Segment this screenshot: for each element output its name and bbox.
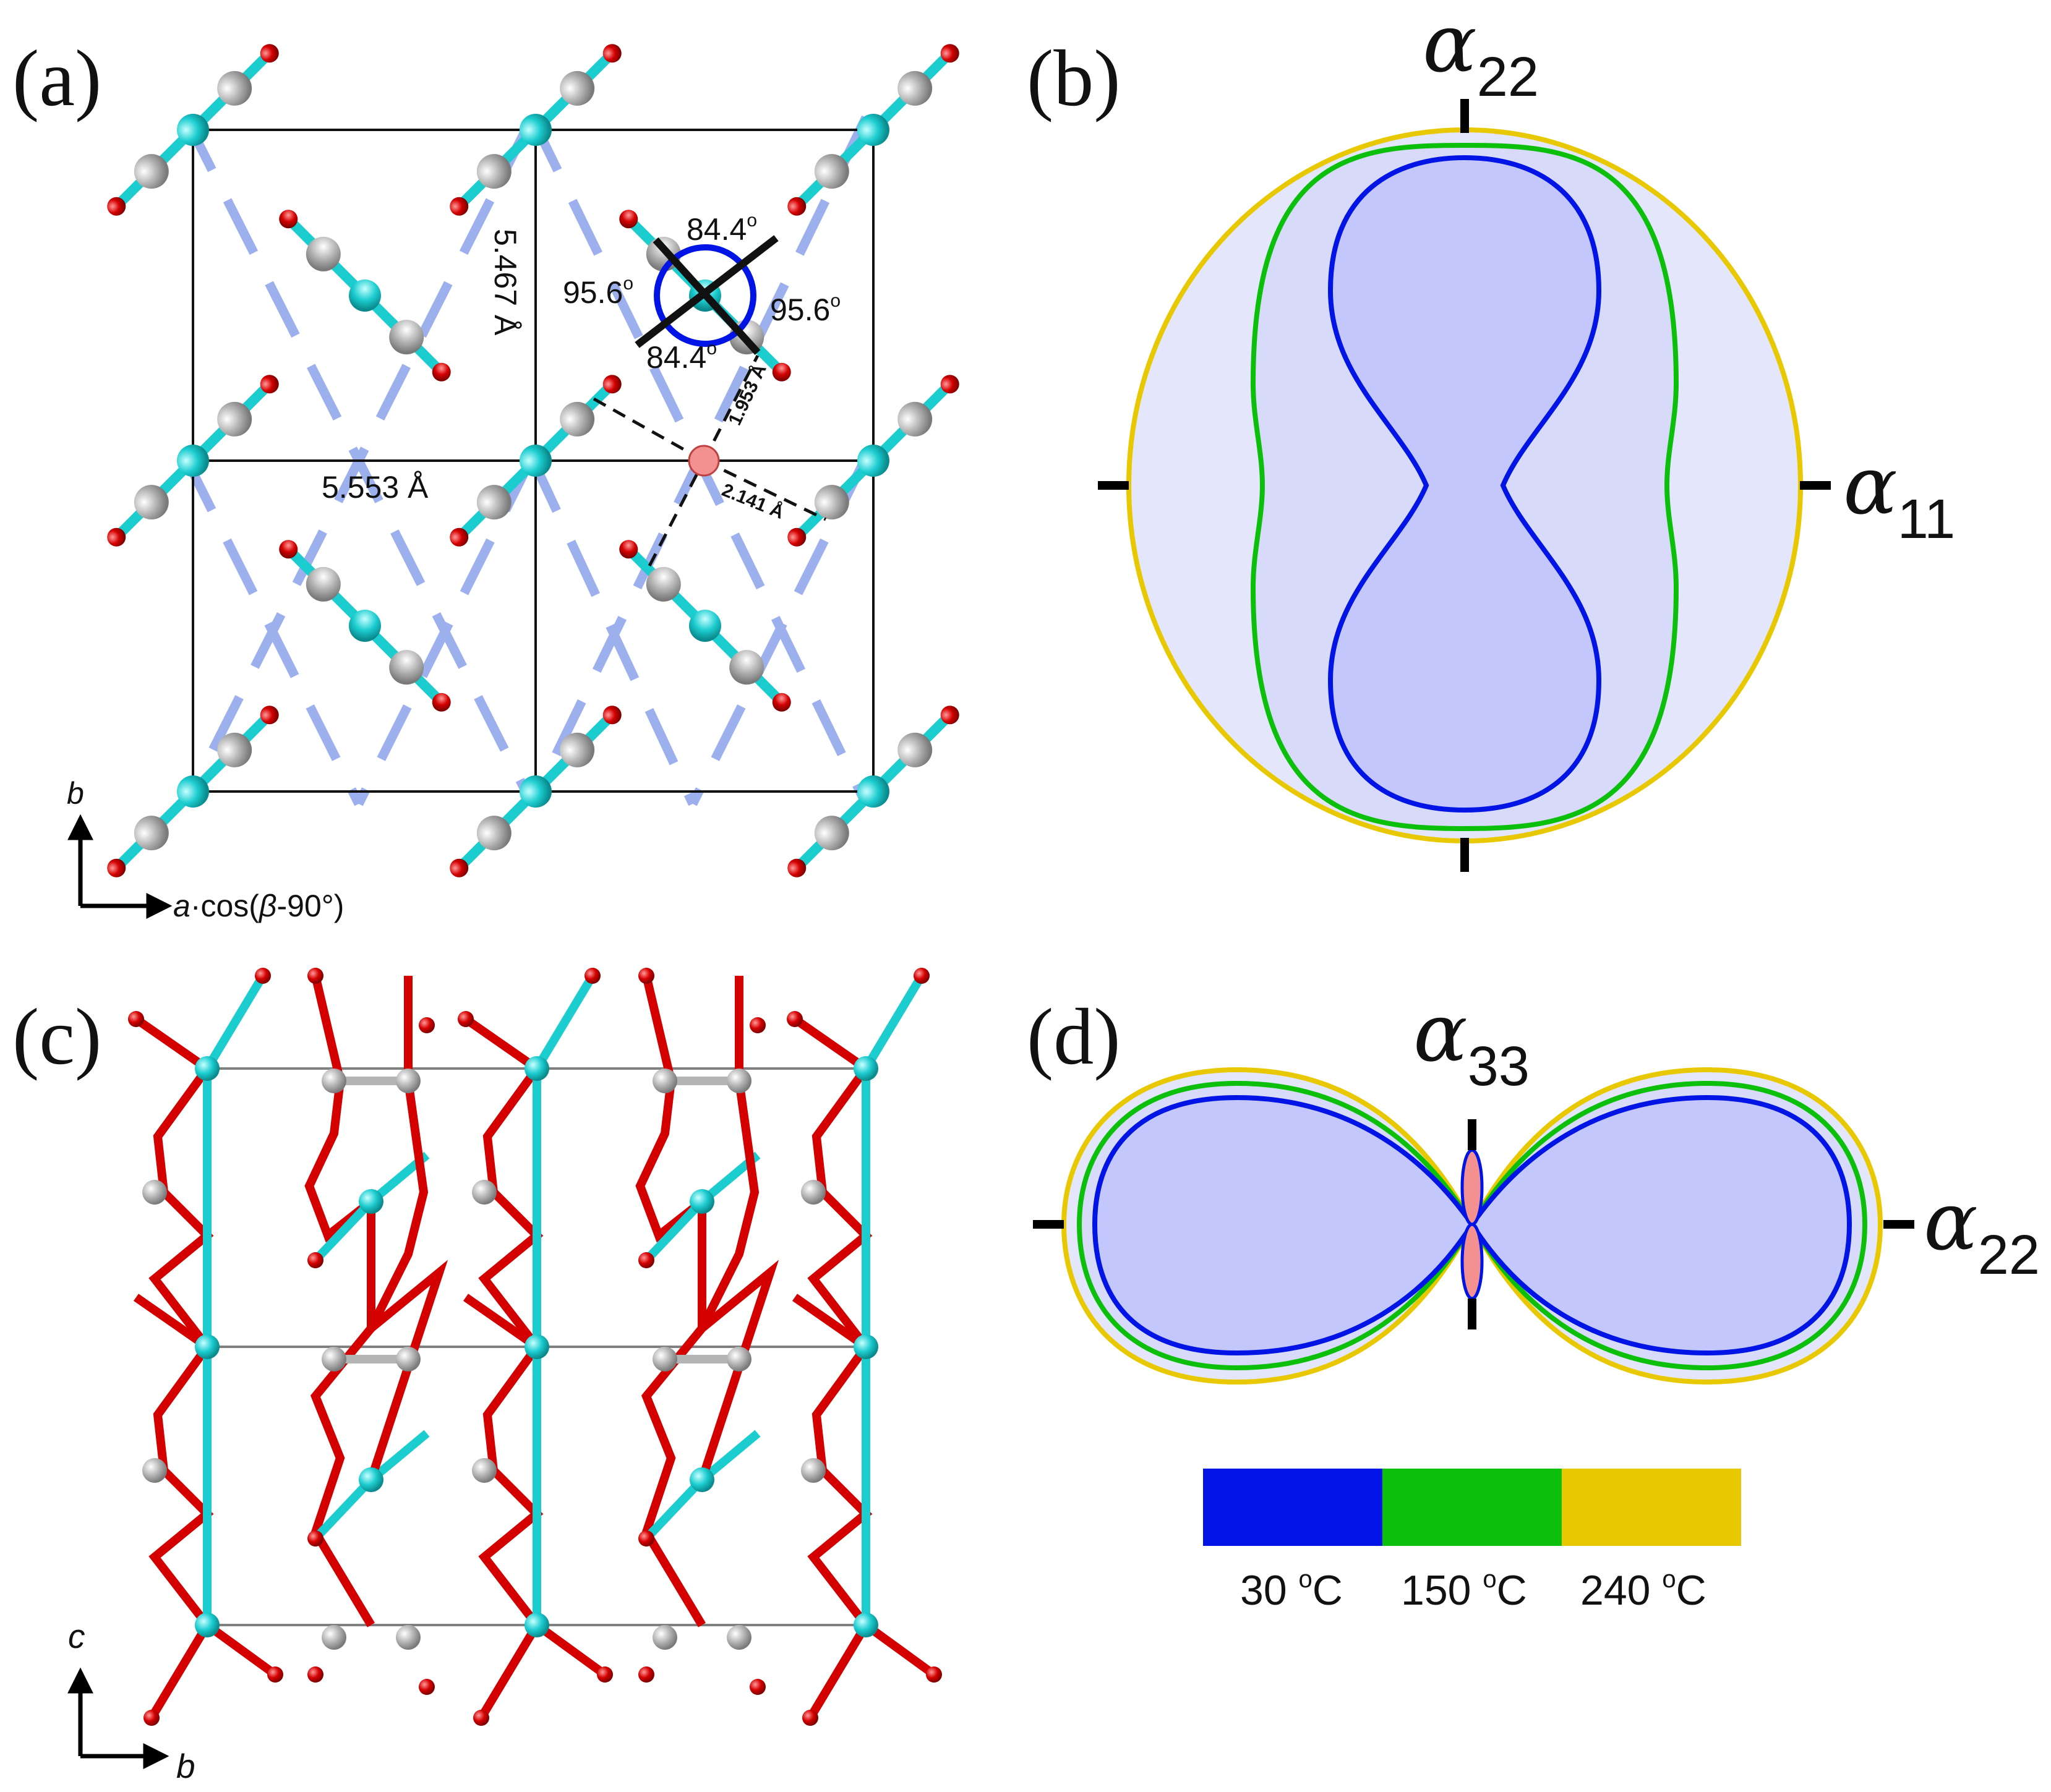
panel-c: (c) [12,968,942,1785]
chain-column [128,968,283,1726]
axis-label-a-cos: a·cos(β-90°) [173,889,344,923]
lattice-parameter-b: 5.467 Å [488,229,523,336]
chain-column [458,968,613,1726]
molecule [787,375,959,547]
hbond-line [354,455,536,806]
molecule [450,706,622,877]
panel-b: (b) α22 α11 [1027,0,1955,872]
axis-label-b-c: b [176,1747,195,1785]
chain-column-offset [304,968,448,1695]
chain-column-offset [635,968,779,1695]
panel-c-label: (c) [12,992,101,1082]
molecule [107,44,279,216]
thermal-expansion-surface-b [1126,127,1803,843]
legend-label-240C: 240 oC [1580,1566,1706,1614]
molecule [450,44,622,216]
axis-label-b: b [67,776,84,811]
lattice-parameter-a: 5.553 Å [322,470,429,505]
angle-upper: 84.4o [687,210,757,247]
legend-swatch-30C [1203,1469,1382,1546]
angle-left: 95.6o [563,273,633,310]
angle-labels: 84.4o 84.4o 95.6o 95.6o [563,210,841,375]
molecule [450,375,622,547]
chain-column [787,968,942,1726]
hbond-line [688,455,870,806]
axis-indicator-a: b a·cos(β-90°) [67,776,344,923]
angle-right: 95.6o [770,291,841,327]
negative-lobe-lower [1460,1222,1484,1300]
coordination-cross [635,235,779,356]
bond-distance-lines [593,354,827,567]
interstitial-site-marker [688,445,720,477]
legend-label-30C: 30 oC [1240,1566,1343,1614]
molecule [787,706,959,877]
temperature-legend: 30 oC 150 oC 240 oC [1203,1469,1741,1614]
panel-b-label: (b) [1027,34,1121,123]
axis-label-alpha33-d: α33 [1413,986,1530,1098]
molecule [279,540,451,712]
molecule [787,44,959,216]
panel-d-label: (d) [1027,992,1121,1082]
negative-lobe-upper [1460,1148,1484,1226]
axis-label-c: c [68,1617,85,1655]
legend-swatch-240C [1562,1469,1741,1546]
legend-label-150C: 150 oC [1401,1566,1527,1614]
legend-swatch-150C [1382,1469,1562,1546]
molecule [279,210,451,382]
molecule [619,540,791,712]
surface-30C [1327,155,1602,813]
molecule [107,706,279,877]
thermal-expansion-surface-d [1061,1067,1883,1385]
axis-label-alpha22-d: α22 [1924,1174,2040,1286]
angle-lower: 84.4o [646,338,717,375]
bond-length-label-2: 2.141 Å [719,480,787,523]
panel-d: (d) α33 α22 [1027,986,2040,1385]
axis-ticks-b [1098,99,1831,872]
panel-a: (a) [12,34,959,923]
axis-ticks-d [1033,1119,1914,1329]
axis-label-alpha22-b: α22 [1423,0,1539,108]
axis-indicator-c: c b [67,1617,195,1785]
panel-a-label: (a) [12,34,101,123]
axis-label-alpha11-b: α11 [1843,438,1955,550]
molecule [107,375,279,547]
